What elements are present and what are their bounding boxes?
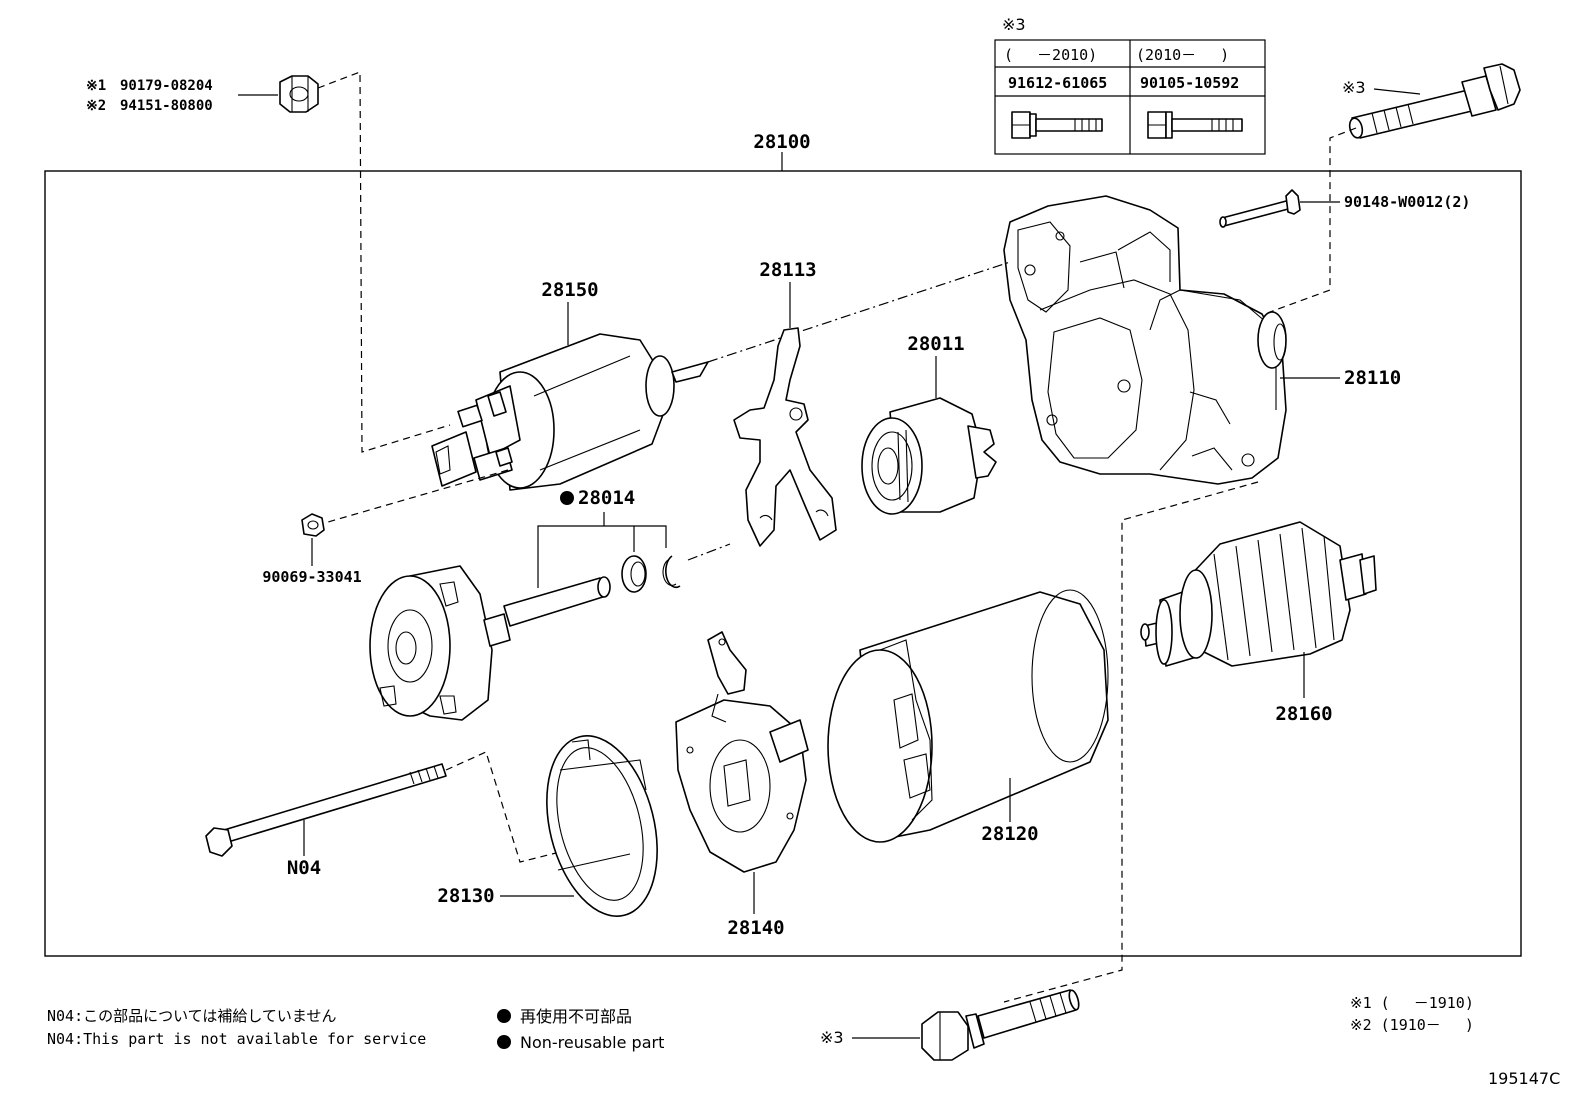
bolt-table-col1-bolt-icon bbox=[1011, 111, 1103, 139]
bolt-table-col2-range: (2010－ ) bbox=[1136, 46, 1229, 64]
nut-ref-mark-2: ※2 bbox=[86, 98, 106, 114]
snap-ring-28014 bbox=[662, 555, 681, 589]
diagram-code: 195147C bbox=[1488, 1069, 1560, 1088]
flange-bolt-bottom bbox=[921, 989, 1080, 1061]
bolt-table-col2-part[interactable]: 90105-10592 bbox=[1140, 74, 1239, 92]
solenoid-28150 bbox=[431, 333, 709, 491]
label-28113[interactable]: 28113 bbox=[759, 259, 816, 281]
brush-holder-28140 bbox=[675, 631, 809, 873]
nut-ref-part-1[interactable]: 90179-08204 bbox=[120, 78, 213, 94]
label-28100[interactable]: 28100 bbox=[753, 131, 810, 153]
through-bolt-90148 bbox=[1219, 189, 1301, 228]
label-n04[interactable]: N04 bbox=[287, 857, 321, 879]
flange-nut-top bbox=[279, 75, 319, 113]
yoke-28120 bbox=[827, 589, 1109, 843]
label-28011[interactable]: 28011 bbox=[907, 333, 964, 355]
bolt-mark-bottom: ※3 bbox=[820, 1028, 844, 1047]
footnote-nonreuse-jp: 再使用不可部品 bbox=[520, 1007, 632, 1026]
footnote-range-1: ※1 ( －1910) bbox=[1350, 994, 1474, 1012]
footnote-n04-jp: N04:この部品については補給していません bbox=[47, 1007, 336, 1025]
flange-bolt-top-right bbox=[1348, 63, 1521, 139]
assembly-frame bbox=[44, 170, 1522, 957]
starter-clutch-28011 bbox=[861, 397, 997, 515]
bolt-table-col1-part[interactable]: 91612-61065 bbox=[1008, 74, 1107, 92]
footnote-n04-en: N04:This part is not available for servi… bbox=[47, 1030, 426, 1048]
legend-dot-jp bbox=[497, 1009, 511, 1023]
label-28130[interactable]: 28130 bbox=[437, 885, 494, 907]
label-90069[interactable]: 90069-33041 bbox=[262, 568, 361, 586]
nut-90069 bbox=[301, 513, 325, 537]
label-28110[interactable]: 28110 bbox=[1344, 367, 1401, 389]
label-90148[interactable]: 90148-W0012(2) bbox=[1344, 193, 1470, 211]
bolt-table bbox=[994, 39, 1266, 155]
drive-housing-28110 bbox=[1003, 195, 1287, 485]
label-28140[interactable]: 28140 bbox=[727, 917, 784, 939]
planetary-shaft-assembly bbox=[369, 565, 611, 721]
drive-lever-28113 bbox=[733, 327, 837, 547]
label-28160[interactable]: 28160 bbox=[1275, 703, 1332, 725]
nut-ref-mark-1: ※1 bbox=[86, 78, 106, 94]
bolt-table-col2-bolt-icon bbox=[1147, 111, 1243, 139]
legend-dot-en bbox=[497, 1035, 511, 1049]
nut-ref-part-2[interactable]: 94151-80800 bbox=[120, 98, 213, 114]
non-reusable-dot-28014 bbox=[560, 491, 574, 505]
footnote-range-2: ※2 (1910－ ) bbox=[1350, 1016, 1474, 1034]
label-28014[interactable]: 28014 bbox=[578, 487, 635, 509]
bolt-table-col1-range: ( －2010) bbox=[1004, 46, 1097, 64]
footnote-nonreuse-en: Non-reusable part bbox=[520, 1033, 664, 1052]
washer-28014 bbox=[621, 555, 647, 593]
label-28120[interactable]: 28120 bbox=[981, 823, 1038, 845]
bolt-table-mark: ※3 bbox=[1002, 15, 1026, 34]
label-28150[interactable]: 28150 bbox=[541, 279, 598, 301]
through-bolt-n04 bbox=[205, 763, 447, 857]
bolt-mark-top-right: ※3 bbox=[1342, 78, 1366, 97]
armature-28160 bbox=[1140, 521, 1377, 667]
end-cover-28130 bbox=[546, 735, 658, 917]
